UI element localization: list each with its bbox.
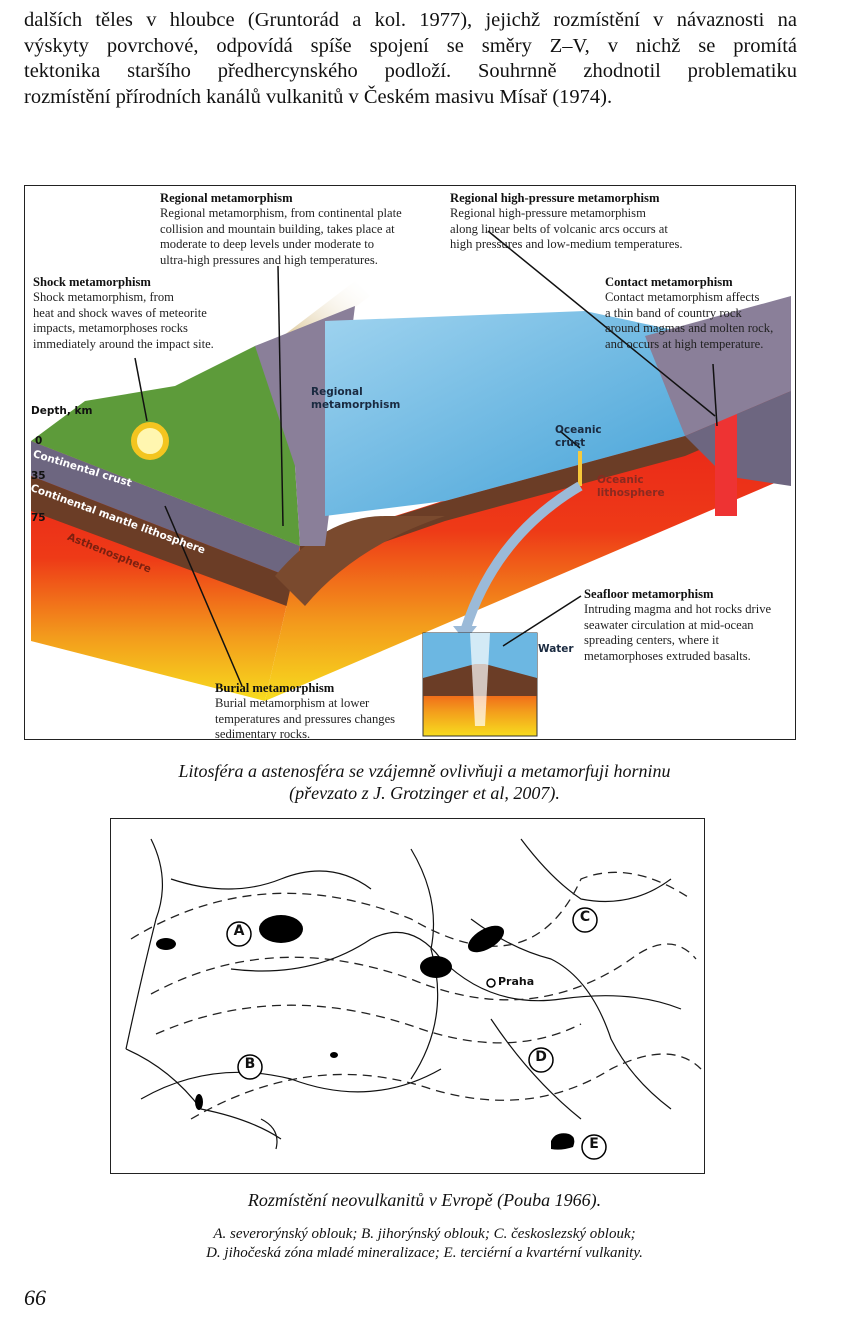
volcanite-occurrences bbox=[156, 915, 505, 1110]
shock-line: immediately around the impact site. bbox=[33, 336, 214, 351]
neovolcanite-map: A B C D E Praha bbox=[110, 818, 705, 1174]
depth-tick: 75 bbox=[31, 512, 46, 524]
burial-line: temperatures and pressures changes bbox=[215, 711, 396, 726]
continental-mantle-layer bbox=[31, 476, 300, 611]
oceanic-crust-label: Oceanic crust bbox=[555, 424, 602, 450]
regional-line: moderate to deep levels under moderate t… bbox=[160, 237, 375, 252]
zone-label-e: E bbox=[589, 1136, 599, 1152]
oceanic-lithosphere-label: Oceanic lithosphere bbox=[597, 474, 665, 500]
regional-metamorphism-label: Regional metamorphism Regional metamorph… bbox=[160, 191, 402, 268]
leader-lines bbox=[134, 230, 718, 687]
burial-metamorphism-label: Burial metamorphism Burial metamorphism … bbox=[215, 681, 396, 740]
city-label-praha: Praha bbox=[498, 975, 535, 988]
seafloor-line: Intruding magma and hot rocks drive bbox=[584, 602, 772, 617]
seafloor-line: metamorphoses extruded basalts. bbox=[584, 648, 751, 663]
seafloor-title: Seafloor metamorphism bbox=[584, 587, 714, 601]
contact-line: around magmas and molten rock, bbox=[605, 321, 774, 336]
seafloor-inset bbox=[422, 632, 538, 737]
caption-line: (převzato z J. Grotzinger et al, 2007). bbox=[289, 783, 560, 803]
shock-metamorphism-label: Shock metamorphism Shock metamorphism, f… bbox=[33, 275, 214, 352]
land-surface bbox=[31, 326, 315, 546]
depth-axis-title: Depth, km bbox=[31, 405, 93, 417]
high-pressure-line: along linear belts of volcanic arcs occu… bbox=[450, 221, 668, 236]
contact-line: a thin band of country rock bbox=[605, 305, 742, 320]
zone-label-b: B bbox=[244, 1056, 256, 1072]
map-illustration bbox=[125, 838, 702, 1160]
oceanic-crust-line: Oceanic bbox=[555, 424, 602, 436]
paragraph-line: výskyty povrchové, odpovídá spíše spojen… bbox=[24, 34, 797, 57]
regional-line: ultra-high pressures and high temperatur… bbox=[160, 252, 378, 267]
ocean-surface bbox=[325, 311, 725, 516]
high-pressure-label: Regional high-pressure metamorphism Regi… bbox=[450, 191, 683, 253]
zone-label-a: A bbox=[233, 923, 245, 939]
impact-flash bbox=[131, 422, 169, 460]
legend-line: D. jihočeská zóna mladé mineralizace; E.… bbox=[206, 1245, 643, 1261]
block-diagram-illustration bbox=[31, 230, 791, 737]
contact-line: and occurs at high temperature. bbox=[605, 336, 764, 351]
high-pressure-line: Regional high-pressure metamorphism bbox=[450, 206, 646, 221]
shock-line: heat and shock waves of meteorite bbox=[33, 305, 207, 320]
depth-tick: 35 bbox=[31, 470, 46, 482]
regional-line: Regional metamorphism, from continental … bbox=[160, 206, 402, 221]
paragraph-line: rozmístění přírodních kanálů vulkanitů v… bbox=[24, 85, 613, 108]
caption-line: Litosféra a astenosféra se vzájemně ovli… bbox=[178, 761, 671, 781]
figure2-legend: A. severorýnský oblouk; B. jihorýnský ob… bbox=[0, 1225, 849, 1263]
burial-title: Burial metamorphism bbox=[215, 681, 335, 695]
high-pressure-title: Regional high-pressure metamorphism bbox=[450, 191, 660, 205]
zone-circles bbox=[226, 907, 607, 1160]
legend-line: A. severorýnský oblouk; B. jihorýnský ob… bbox=[213, 1226, 636, 1242]
regional-small-label: Regional metamorphism bbox=[311, 386, 400, 412]
zone-label-d: D bbox=[535, 1049, 547, 1065]
figure1-caption: Litosféra a astenosféra se vzájemně ovli… bbox=[0, 760, 849, 804]
regional-title: Regional metamorphism bbox=[160, 191, 293, 205]
oceanic-litho-line: lithosphere bbox=[597, 487, 665, 499]
regional-small-line: metamorphism bbox=[311, 399, 401, 411]
depth-tick: 0 bbox=[35, 435, 43, 447]
oceanic-litho-line: Oceanic bbox=[597, 474, 644, 486]
shock-line: impacts, metamorphoses rocks bbox=[33, 321, 188, 336]
burial-line: sedimentary rocks. bbox=[215, 727, 311, 740]
shock-title: Shock metamorphism bbox=[33, 275, 151, 289]
figure2-caption: Rozmístění neovulkanitů v Evropě (Pouba … bbox=[247, 1190, 602, 1210]
body-paragraph: dalších těles v hloubce (Gruntorád a kol… bbox=[24, 8, 797, 110]
contact-title: Contact metamorphism bbox=[605, 275, 733, 289]
regional-small-line: Regional bbox=[311, 386, 363, 398]
oceanic-crust-line: crust bbox=[555, 437, 586, 449]
oceanic-lithosphere-layer bbox=[300, 391, 791, 571]
seafloor-line: seawater circulation at mid-ocean bbox=[584, 617, 754, 632]
high-pressure-line: high pressures and low-medium temperatur… bbox=[450, 237, 683, 252]
seafloor-line: spreading centers, where it bbox=[584, 633, 719, 648]
zone-label-c: C bbox=[579, 909, 591, 925]
paragraph-line: tektonika staršího předhercynského podlo… bbox=[24, 60, 797, 82]
seafloor-metamorphism-label: Seafloor metamorphism Intruding magma an… bbox=[584, 587, 771, 664]
paragraph-line: dalších těles v hloubce (Gruntorád a kol… bbox=[24, 9, 797, 31]
block-right-face bbox=[265, 391, 791, 701]
contact-line: Contact metamorphism affects bbox=[605, 290, 760, 305]
metamorphism-figure: Regional metamorphism Regional metamorph… bbox=[24, 185, 796, 740]
burial-line: Burial metamorphism at lower bbox=[215, 696, 370, 711]
regional-line: collision and mountain building, takes p… bbox=[160, 221, 395, 236]
contact-metamorphism-label: Contact metamorphism Contact metamorphis… bbox=[605, 275, 773, 352]
page-number: 66 bbox=[24, 1285, 46, 1310]
rivers-borders bbox=[125, 838, 682, 1150]
zone-e-marker bbox=[551, 1133, 575, 1150]
continental-crust-layer bbox=[31, 441, 300, 581]
arc-mountains bbox=[645, 296, 791, 436]
zoom-arrow bbox=[460, 481, 583, 633]
praha-marker bbox=[486, 978, 496, 988]
shock-line: Shock metamorphism, from bbox=[33, 290, 174, 305]
arc-crust bbox=[685, 391, 791, 486]
magma-column bbox=[715, 406, 737, 516]
water-label: Water bbox=[538, 643, 574, 655]
